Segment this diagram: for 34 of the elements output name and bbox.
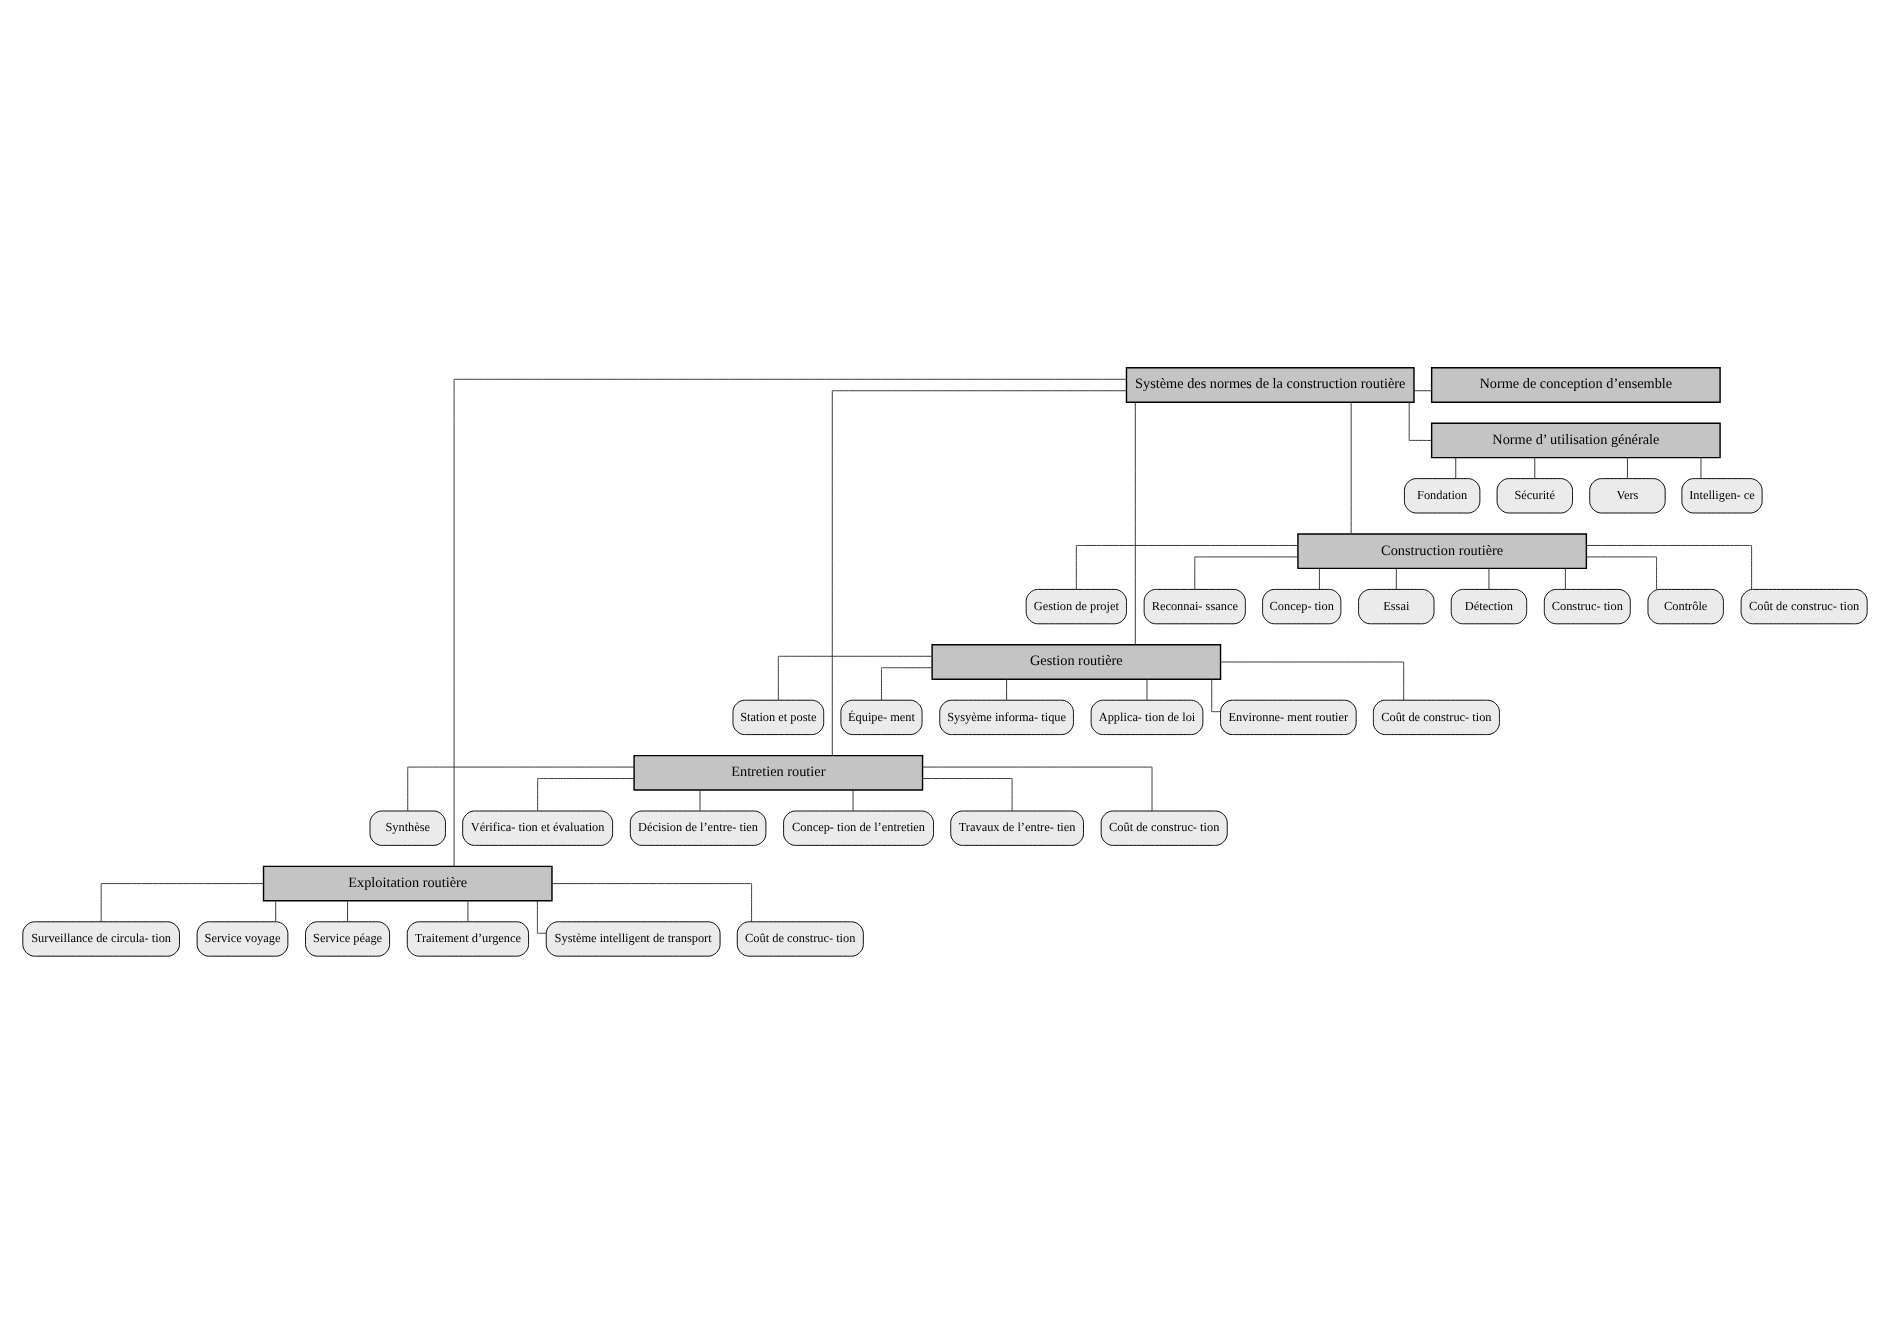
connector: [1413, 389, 1432, 391]
connector: [275, 899, 277, 922]
connector: [1626, 456, 1628, 478]
connector: [551, 882, 753, 922]
connector: [1564, 566, 1566, 589]
connector: [1134, 400, 1136, 645]
connector: [1350, 401, 1352, 534]
connector: [1194, 555, 1299, 589]
connector: [1408, 400, 1432, 440]
connector: [1455, 456, 1457, 478]
connector: [536, 899, 547, 933]
connector: [1395, 566, 1397, 589]
connector: [1534, 456, 1536, 478]
connector: [922, 777, 1013, 811]
connector: [1211, 677, 1221, 712]
connector: [699, 788, 701, 811]
connector: [1586, 555, 1658, 589]
connector: [1146, 677, 1148, 700]
connector: [922, 765, 1153, 811]
connector: [407, 765, 635, 811]
connector: [347, 899, 349, 922]
connector: [1075, 544, 1299, 589]
connector: [1006, 677, 1008, 700]
connector: [467, 899, 469, 922]
connector: [1488, 566, 1490, 589]
connector: [777, 654, 933, 700]
connector: [100, 882, 264, 922]
connector: [881, 666, 933, 700]
connector: [537, 777, 635, 811]
connector: [1220, 660, 1405, 700]
connector: [1318, 566, 1320, 589]
connector: [852, 788, 854, 811]
connector: [1585, 544, 1753, 589]
connector: [1700, 456, 1702, 478]
